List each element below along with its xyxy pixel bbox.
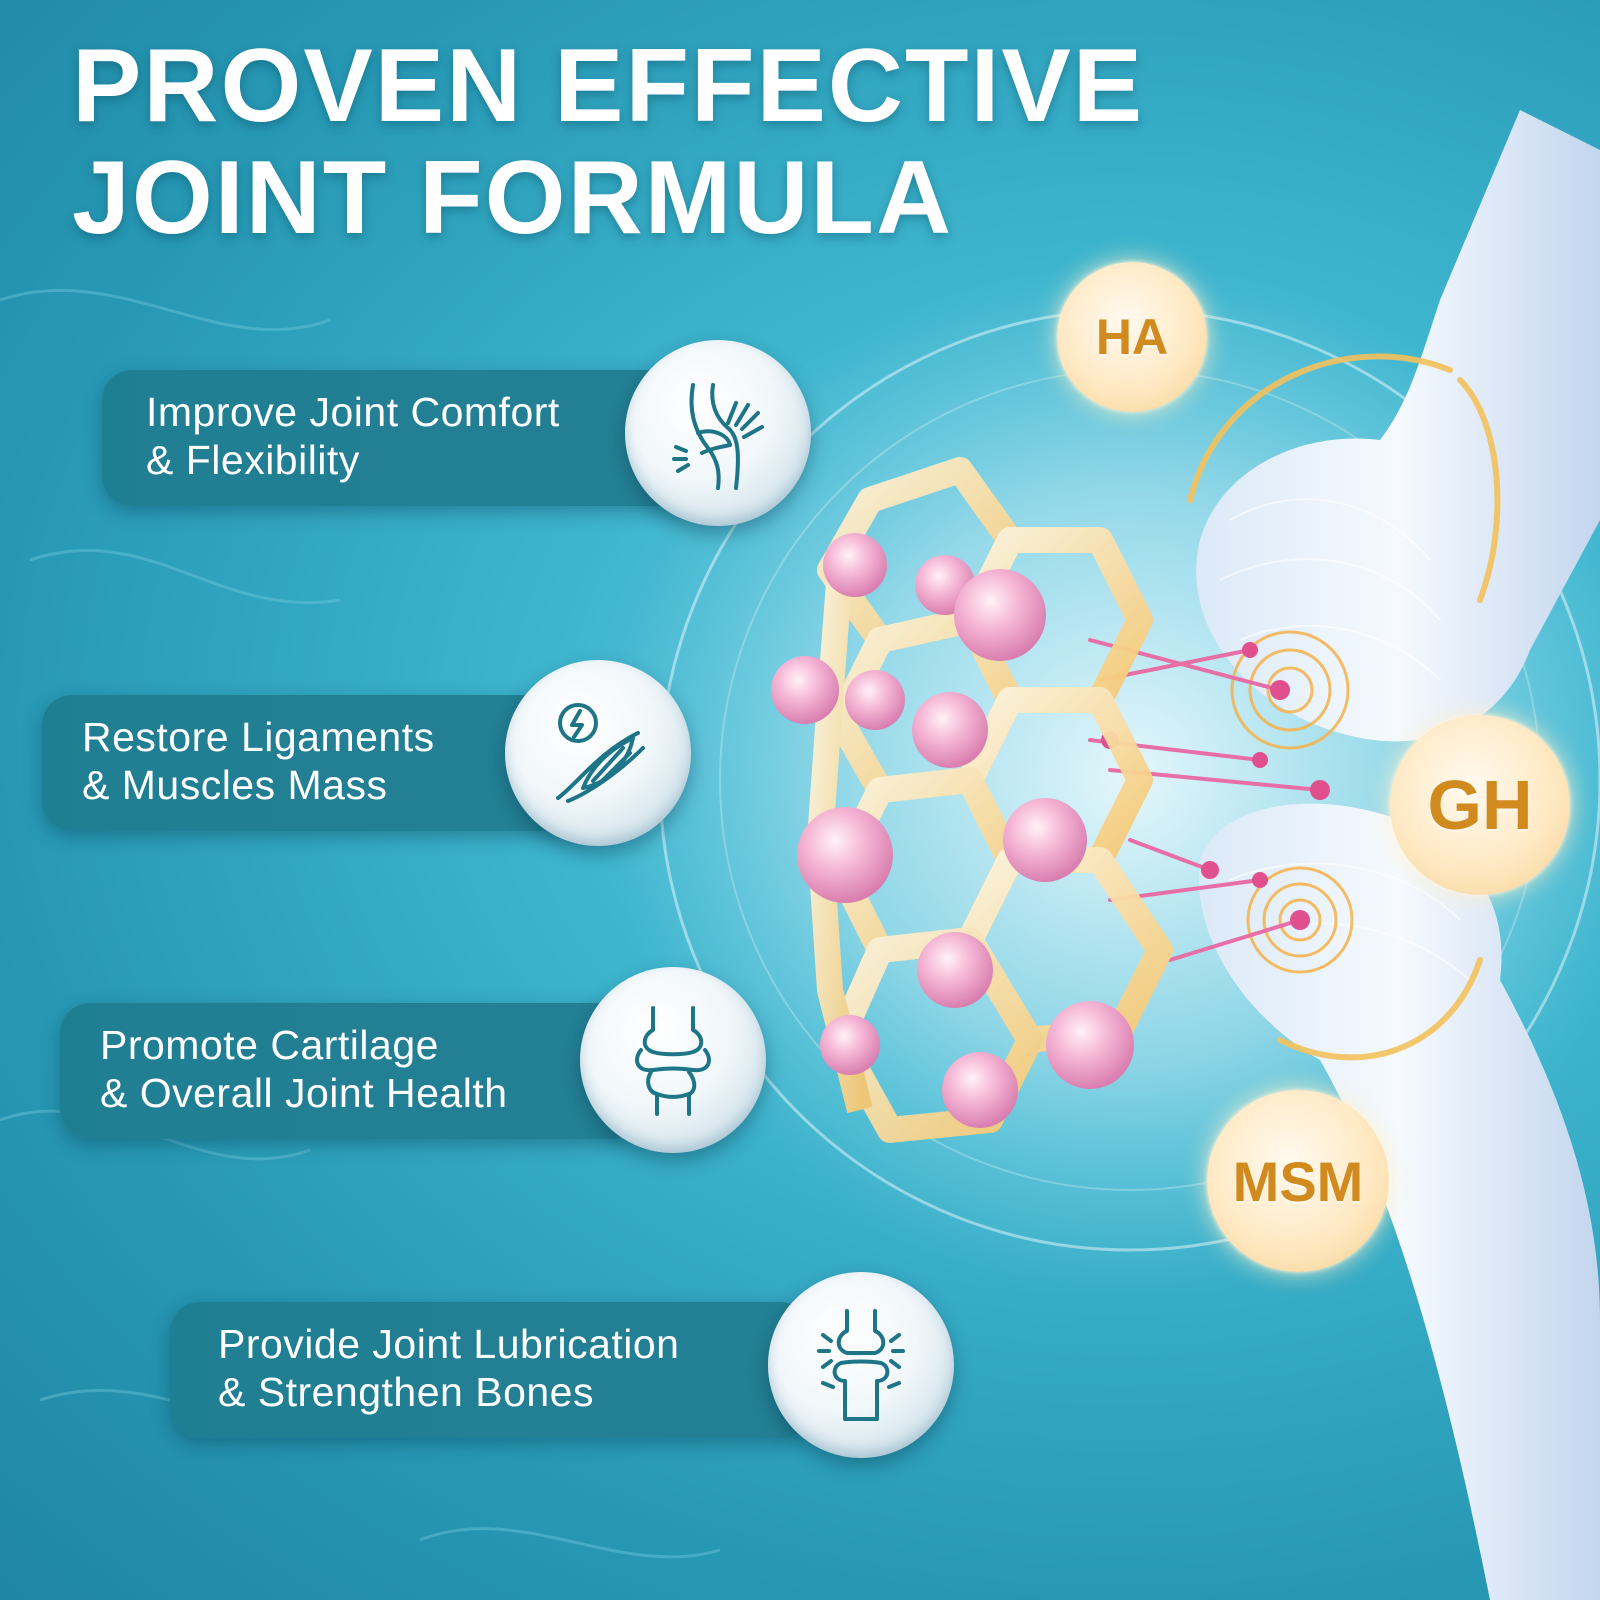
title-line-1: PROVEN EFFECTIVE [72,28,1145,144]
benefit-card-joint-comfort: Improve Joint Comfort & Flexibility [102,370,722,506]
benefit-line-2: & Muscles Mass [82,762,388,808]
page-title: PROVEN EFFECTIVE JOINT FORMULA [72,30,1144,254]
benefit-line-1: Promote Cartilage [100,1022,439,1068]
knee-joint-icon [580,967,766,1153]
benefit-line-1: Improve Joint Comfort [146,389,560,435]
bone-joint-icon [768,1272,954,1458]
benefit-text: Provide Joint Lubrication & Strengthen B… [218,1320,679,1416]
benefit-line-1: Restore Ligaments [82,714,435,760]
benefit-line-2: & Overall Joint Health [100,1070,508,1116]
benefit-text: Restore Ligaments & Muscles Mass [82,713,435,809]
benefit-card-lubrication: Provide Joint Lubrication & Strengthen B… [170,1302,810,1438]
benefit-card-cartilage: Promote Cartilage & Overall Joint Health [60,1003,640,1139]
muscle-lightning-icon [505,660,691,846]
ingredient-badge-msm: MSM [1207,1090,1389,1272]
ingredient-badge-gh: GH [1390,715,1570,895]
ingredient-label: GH [1427,766,1533,844]
hand-on-knee-icon [625,340,811,526]
benefit-text: Promote Cartilage & Overall Joint Health [100,1021,508,1117]
benefit-line-2: & Flexibility [146,437,360,483]
benefit-line-1: Provide Joint Lubrication [218,1321,680,1367]
ingredient-label: HA [1095,309,1169,365]
ingredient-badge-ha: HA [1057,262,1207,412]
benefit-text: Improve Joint Comfort & Flexibility [146,388,560,484]
title-line-2: JOINT FORMULA [72,140,954,256]
ingredient-label: MSM [1232,1149,1364,1213]
benefit-line-2: & Strengthen Bones [218,1369,594,1415]
